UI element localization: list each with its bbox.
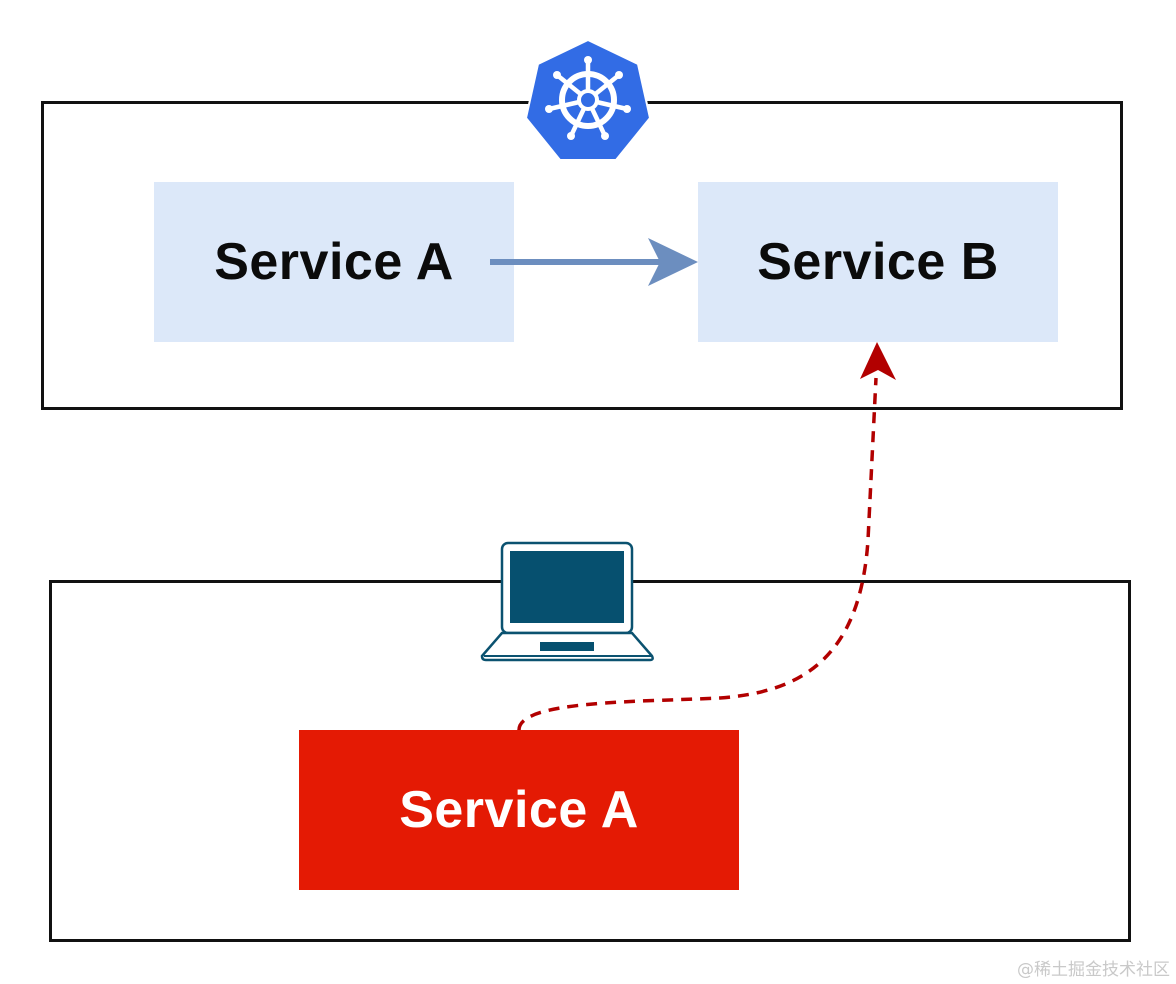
cluster-service-b: Service B xyxy=(698,182,1058,342)
local-service-a-label: Service A xyxy=(399,781,639,839)
cluster-service-a-label: Service A xyxy=(214,233,454,291)
cluster-service-b-label: Service B xyxy=(757,233,999,291)
kubernetes-helm-icon xyxy=(524,38,652,161)
laptop-icon xyxy=(480,541,654,662)
local-service-a: Service A xyxy=(299,730,739,890)
cluster-service-a: Service A xyxy=(154,182,514,342)
watermark: @稀土掘金技术社区 xyxy=(1017,960,1170,980)
